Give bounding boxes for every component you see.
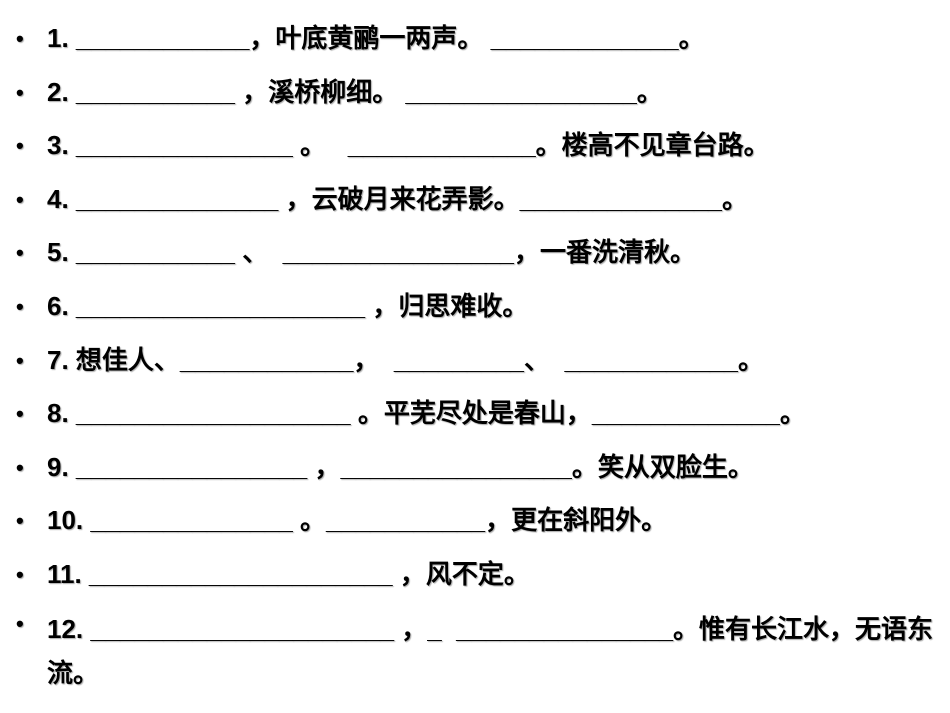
item-text: 9. ________________ ，________________。笑从… bbox=[47, 451, 754, 482]
bullet-icon: • bbox=[16, 401, 24, 427]
list-item: • 9. ________________ ，________________。笑… bbox=[14, 441, 944, 495]
list-item: • 11. _____________________ ，风不定。 bbox=[14, 548, 944, 602]
item-text: 6. ____________________ ，归思难收。 bbox=[47, 290, 529, 321]
item-text: 5. ___________ 、 ________________，一番洗清秋。 bbox=[47, 237, 696, 268]
bullet-icon: • bbox=[16, 610, 24, 636]
list-item: • 3. _______________ 。 _____________。楼高不见… bbox=[14, 119, 944, 173]
item-text: 11. _____________________ ，风不定。 bbox=[47, 558, 530, 589]
bullet-icon: • bbox=[16, 454, 24, 480]
list-item: • 12. _____________________ ，_ __________… bbox=[14, 602, 944, 695]
bullet-icon: • bbox=[16, 79, 24, 105]
list-item: • 1. ____________，叶底黄鹂一两声。 _____________。 bbox=[14, 12, 944, 66]
list-item: • 2. ___________ ，溪桥柳细。 ________________。 bbox=[14, 66, 944, 120]
list-item: • 10. ______________ 。___________，更在斜阳外。 bbox=[14, 494, 944, 548]
list-item: • 6. ____________________ ，归思难收。 bbox=[14, 280, 944, 334]
item-text: 2. ___________ ，溪桥柳细。 ________________。 bbox=[47, 76, 663, 107]
bullet-icon: • bbox=[16, 240, 24, 266]
bullet-icon: • bbox=[16, 186, 24, 212]
bullet-icon: • bbox=[16, 508, 24, 534]
list-item: • 5. ___________ 、 ________________，一番洗清秋… bbox=[14, 226, 944, 280]
bullet-icon: • bbox=[16, 561, 24, 587]
bullet-icon: • bbox=[16, 347, 24, 373]
bullet-icon: • bbox=[16, 26, 24, 51]
list-item: • 7. 想佳人、____________， _________、 _______… bbox=[14, 334, 944, 388]
fill-in-blank-list: • 1. ____________，叶底黄鹂一两声。 _____________。… bbox=[14, 12, 944, 695]
item-text: 8. ___________________ 。平芜尽处是春山，________… bbox=[47, 398, 806, 429]
item-text: 3. _______________ 。 _____________。楼高不见章… bbox=[47, 130, 770, 161]
item-text: 7. 想佳人、____________， _________、 ________… bbox=[47, 344, 764, 375]
item-text: 10. ______________ 。___________，更在斜阳外。 bbox=[47, 505, 668, 536]
item-text: 12. _____________________ ，_ ___________… bbox=[47, 613, 934, 688]
item-text: 4. ______________ ，云破月来花弄影。_____________… bbox=[47, 183, 749, 214]
list-item: • 4. ______________ ，云破月来花弄影。____________… bbox=[14, 173, 944, 227]
item-text: 1. ____________，叶底黄鹂一两声。 _____________。 bbox=[47, 23, 705, 53]
list-item: • 8. ___________________ 。平芜尽处是春山，_______… bbox=[14, 387, 944, 441]
bullet-icon: • bbox=[16, 133, 24, 159]
bullet-icon: • bbox=[16, 293, 24, 319]
